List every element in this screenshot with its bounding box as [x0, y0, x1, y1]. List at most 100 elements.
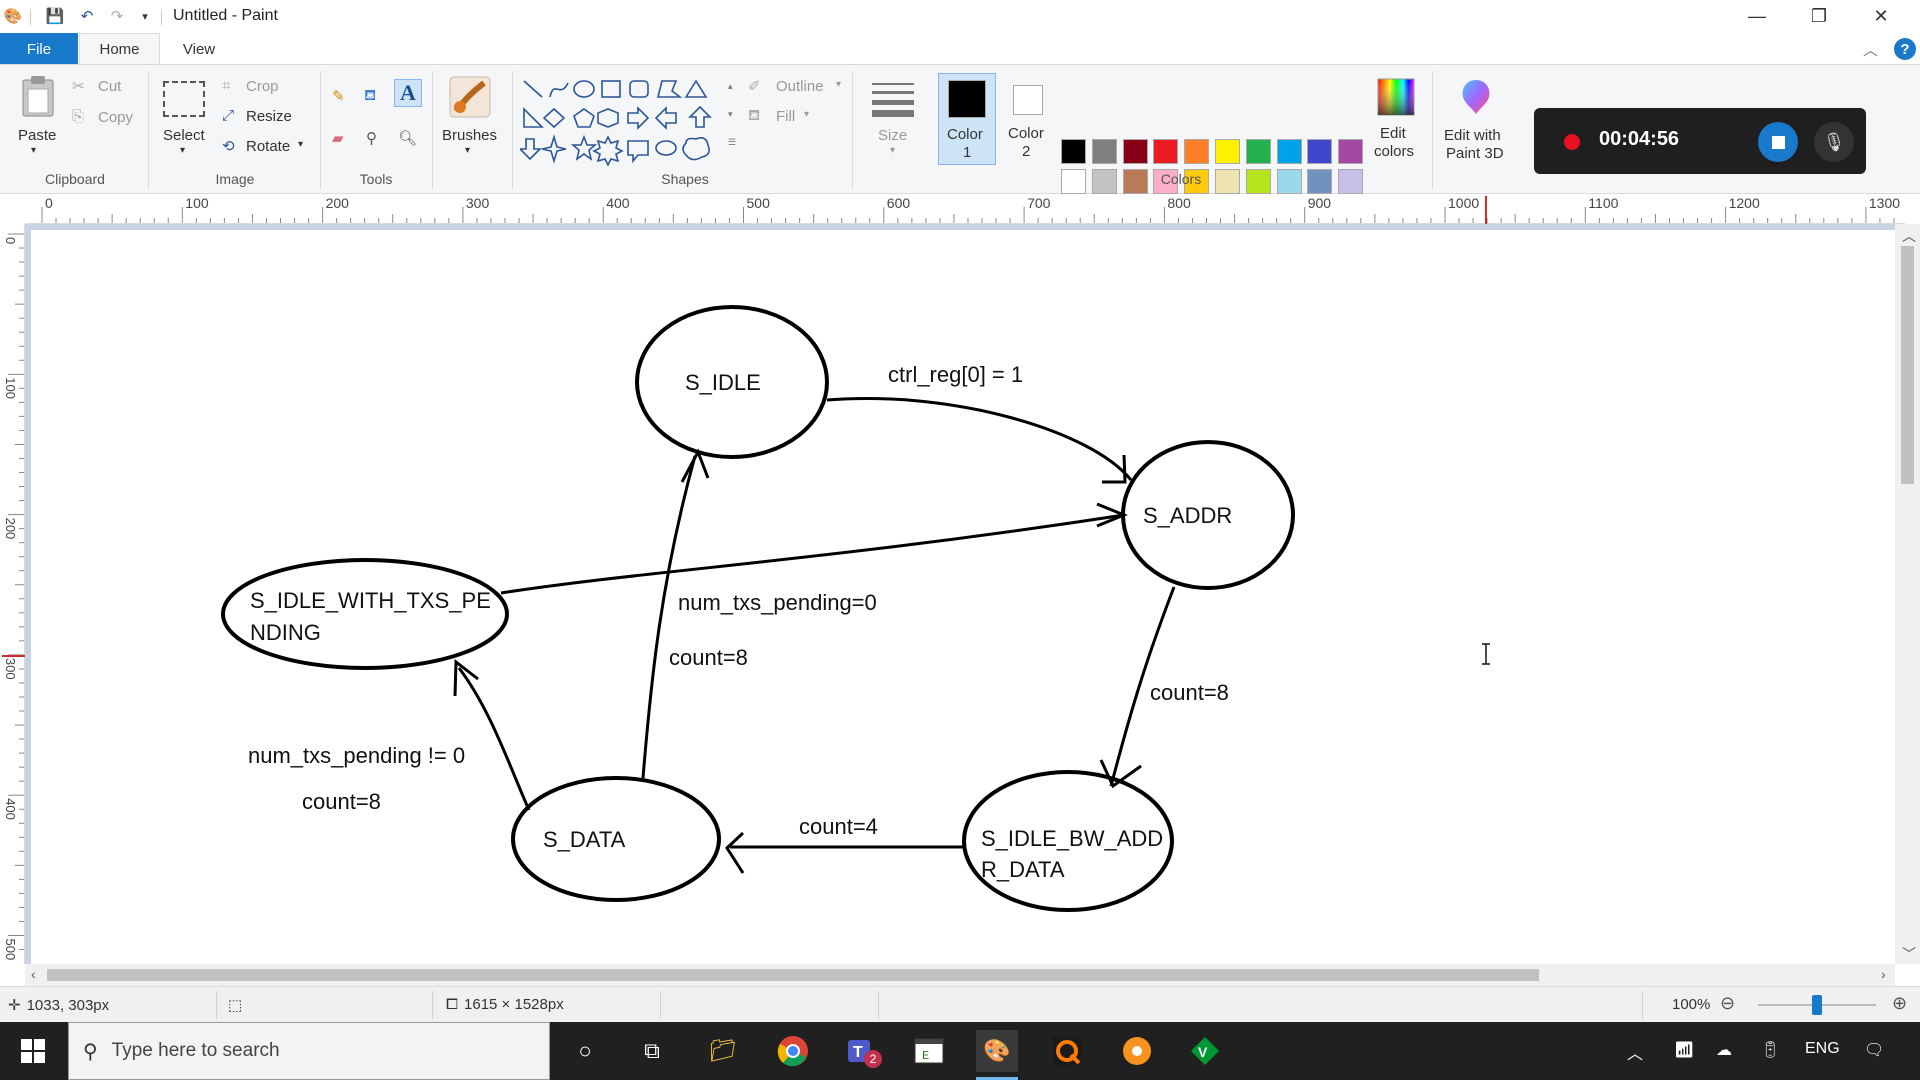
palette-swatch[interactable] — [1215, 169, 1240, 194]
shapes-scroll-up-icon[interactable]: ▴ — [728, 81, 733, 91]
eraser-icon[interactable]: ▰ — [332, 130, 344, 147]
notifications-icon[interactable]: 🗨︎ — [1864, 1042, 1885, 1059]
palette-swatch[interactable] — [1276, 139, 1302, 164]
color1-button[interactable]: Color 1 — [938, 73, 996, 165]
fill-button[interactable]: Fill — [776, 108, 796, 125]
terminal-icon[interactable]: E — [908, 1030, 950, 1072]
file-explorer-icon[interactable]: 📁︎ — [709, 1038, 737, 1063]
size-button[interactable]: Size — [878, 127, 908, 144]
vertical-scroll-thumb[interactable] — [1901, 246, 1914, 484]
palette-swatch[interactable] — [1091, 169, 1117, 194]
minimize-button[interactable]: ― — [1748, 6, 1766, 26]
save-icon[interactable]: 💾 — [45, 8, 65, 25]
quartus-icon[interactable] — [1046, 1030, 1088, 1072]
crop-button[interactable]: Crop — [246, 78, 279, 95]
select-dropdown-icon[interactable]: ▾ — [180, 145, 186, 156]
palette-swatch[interactable] — [1153, 169, 1179, 194]
select-icon[interactable] — [163, 81, 205, 117]
teams-icon[interactable]: T 2 — [840, 1030, 882, 1072]
scroll-right-icon[interactable]: › — [1881, 966, 1886, 982]
palette-swatch[interactable] — [1338, 139, 1364, 164]
shapes-more-icon[interactable]: ☰ — [728, 137, 737, 147]
horizontal-scrollbar[interactable]: ‹ › — [25, 964, 1895, 986]
redo-icon[interactable]: ↷ — [110, 8, 124, 25]
palette-swatch[interactable] — [1061, 169, 1086, 194]
rotate-button[interactable]: Rotate — [246, 138, 291, 155]
palette-swatch[interactable] — [1245, 139, 1271, 164]
zoom-slider-thumb[interactable] — [1812, 995, 1822, 1015]
close-button[interactable]: ✕ — [1873, 6, 1889, 26]
scroll-down-icon[interactable]: ﹀ — [1902, 946, 1916, 962]
paint3d-icon[interactable] — [1456, 77, 1496, 117]
paste-icon[interactable] — [20, 75, 56, 117]
paste-dropdown-icon[interactable]: ▾ — [31, 145, 37, 156]
color2-button[interactable]: Color 2 — [1000, 73, 1056, 165]
edit-colors-label-2[interactable]: colors — [1374, 143, 1415, 160]
fill-bucket-icon[interactable]: ⛾ — [364, 87, 377, 104]
crop-icon[interactable]: ⌗ — [222, 77, 231, 94]
size-icon[interactable] — [870, 79, 916, 119]
brushes-button[interactable]: Brushes — [442, 127, 498, 144]
palette-swatch[interactable] — [1245, 169, 1271, 194]
battery-icon[interactable]: 🔋︎ — [1760, 1042, 1781, 1059]
palette-swatch[interactable] — [1338, 169, 1364, 194]
network-icon[interactable]: 📶︎ — [1674, 1042, 1695, 1059]
help-icon[interactable]: ? — [1894, 38, 1916, 60]
task-view-icon[interactable]: ⧉ — [644, 1038, 660, 1063]
paint3d-label-1[interactable]: Edit with — [1444, 127, 1501, 144]
scroll-left-icon[interactable]: ‹ — [31, 966, 36, 982]
rotate-icon[interactable]: ⟲ — [222, 138, 235, 155]
edit-colors-icon[interactable] — [1376, 77, 1416, 117]
palette-swatch[interactable] — [1122, 169, 1148, 194]
brushes-icon[interactable] — [448, 75, 492, 119]
pencil-icon[interactable]: ✎ — [332, 88, 345, 105]
palette-swatch[interactable] — [1153, 139, 1179, 164]
color-picker-icon[interactable]: ⚲ — [366, 130, 377, 147]
paint-taskbar-icon[interactable]: 🎨 — [976, 1030, 1018, 1072]
cortana-icon[interactable]: ○ — [578, 1038, 592, 1063]
zoom-in-icon[interactable]: ⊕ — [1892, 993, 1908, 1013]
shapes-gallery[interactable] — [518, 77, 740, 167]
fill-icon[interactable]: ⛾ — [748, 107, 761, 124]
horizontal-scroll-thumb[interactable] — [47, 969, 1539, 981]
palette-swatch[interactable] — [1122, 139, 1148, 164]
brushes-dropdown-icon[interactable]: ▾ — [465, 145, 471, 156]
resize-icon[interactable]: ⤢ — [222, 107, 235, 124]
paint3d-label-2[interactable]: Paint 3D — [1446, 145, 1504, 162]
outline-icon[interactable]: ✐ — [748, 78, 761, 95]
size-dropdown-icon[interactable]: ▾ — [890, 145, 896, 156]
tab-file[interactable]: File — [0, 33, 78, 65]
tab-home[interactable]: Home — [79, 33, 160, 65]
drawing-canvas[interactable]: S_IDLE S_ADDR S_IDLE_WITH_TXS_PE NDING S… — [31, 230, 1895, 964]
windows-start-icon[interactable] — [12, 1030, 54, 1072]
outline-button[interactable]: Outline — [776, 78, 824, 95]
taskbar-search-box[interactable]: ⚲ Type here to search — [68, 1022, 550, 1080]
cut-button[interactable]: Cut — [98, 78, 122, 95]
magnifier-icon[interactable]: 🔍︎ — [398, 130, 418, 147]
text-tool-icon[interactable]: A — [394, 79, 422, 107]
select-button[interactable]: Select — [163, 127, 205, 144]
palette-swatch[interactable] — [1307, 169, 1333, 194]
show-hidden-icons-icon[interactable]: ︿ — [1627, 1046, 1644, 1063]
shapes-scroll-down-icon[interactable]: ▾ — [728, 109, 733, 119]
palette-swatch[interactable] — [1307, 139, 1333, 164]
vim-icon[interactable]: V — [1184, 1030, 1226, 1072]
undo-icon[interactable]: ↶ — [80, 8, 94, 25]
palette-swatch[interactable] — [1215, 139, 1240, 164]
resize-button[interactable]: Resize — [246, 108, 292, 125]
onedrive-cloud-icon[interactable]: ☁ — [1716, 1042, 1732, 1059]
edit-colors-label-1[interactable]: Edit — [1380, 125, 1406, 142]
microphone-muted-icon[interactable]: 🎙︎ — [1814, 122, 1854, 162]
outline-dropdown-icon[interactable]: ▾ — [836, 79, 842, 90]
copy-icon[interactable]: ⎘ — [72, 108, 85, 125]
tab-view[interactable]: View — [182, 40, 216, 58]
palette-swatch[interactable] — [1184, 169, 1210, 194]
paste-button[interactable]: Paste — [18, 127, 57, 144]
vertical-scrollbar[interactable]: ︿ ﹀ — [1895, 224, 1920, 964]
language-indicator[interactable]: ENG — [1805, 1040, 1840, 1057]
palette-swatch[interactable] — [1061, 139, 1086, 164]
palette-swatch[interactable] — [1091, 139, 1117, 164]
fill-dropdown-icon[interactable]: ▾ — [804, 109, 810, 120]
app-orange-icon[interactable] — [1116, 1030, 1158, 1072]
cut-icon[interactable]: ✂ — [72, 78, 85, 95]
